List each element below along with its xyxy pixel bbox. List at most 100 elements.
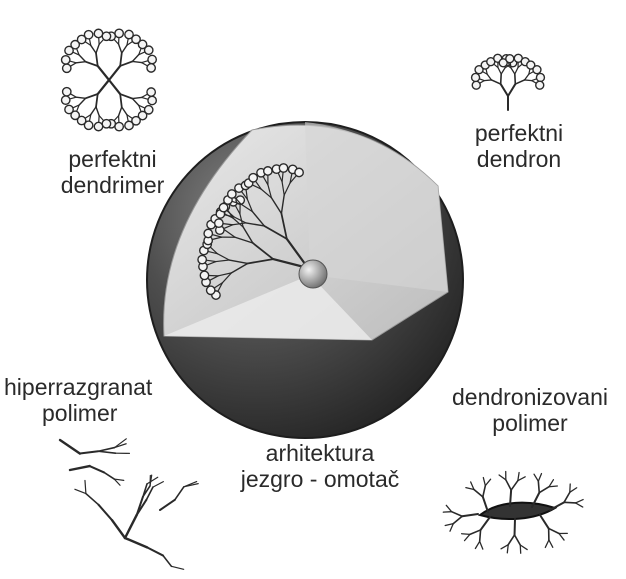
end-group-bead: [536, 81, 544, 89]
branch-line: [525, 80, 532, 81]
branch-line: [534, 474, 538, 481]
branch-line: [446, 505, 451, 511]
branch-line: [79, 55, 85, 62]
branch-line: [501, 68, 505, 74]
branch-line: [501, 84, 508, 96]
branch-line: [515, 80, 524, 84]
branch-line: [114, 116, 119, 121]
end-group-bead: [204, 229, 212, 237]
branch-line: [510, 63, 511, 68]
branch-line: [98, 66, 109, 80]
branch-line: [142, 97, 148, 99]
end-group-bead: [148, 96, 156, 104]
end-group-bead: [219, 203, 227, 211]
end-group-bead: [147, 88, 155, 96]
branch-line: [86, 494, 99, 505]
branch-line: [75, 489, 86, 493]
branch-line: [507, 545, 508, 553]
branch-line: [60, 440, 80, 454]
core-shell-sphere: [147, 122, 463, 438]
label-dendronized-polymer-line1: dendronizovani: [440, 384, 620, 410]
label-perfect-dendrimer-line1: perfektni: [40, 146, 185, 172]
branch-line: [96, 94, 98, 107]
end-group-bead: [147, 64, 155, 72]
branch-line: [499, 475, 506, 480]
branch-line: [564, 492, 570, 502]
branch-line: [98, 505, 112, 521]
branch-line: [120, 53, 122, 66]
end-group-bead: [102, 32, 110, 40]
end-group-bead: [102, 120, 110, 128]
branch-line: [70, 466, 90, 470]
branch-line: [545, 540, 549, 547]
branch-line: [498, 67, 501, 74]
end-group-bead: [62, 96, 70, 104]
end-group-bead: [295, 168, 303, 176]
label-hyperbranched-polymer-line2: polimer: [4, 400, 179, 426]
branch-line: [501, 74, 502, 84]
branch-line: [171, 566, 183, 569]
end-group-bead: [63, 64, 71, 72]
branch-line: [453, 516, 462, 523]
end-group-bead: [84, 31, 92, 39]
end-group-bead: [215, 219, 223, 227]
branch-line: [480, 541, 483, 549]
end-group-bead: [148, 55, 156, 63]
branch-line: [122, 107, 127, 115]
branch-line: [122, 45, 127, 53]
label-hyperbranched-polymer-line1: hiperrazgranat: [4, 374, 179, 400]
branch-line: [99, 116, 104, 121]
branch-line: [120, 94, 122, 107]
branch-line: [570, 488, 577, 493]
branch-line: [96, 44, 99, 53]
perfect-dendron-drawing: [472, 54, 545, 110]
end-group-bead: [533, 66, 541, 74]
branch-line: [564, 502, 576, 503]
branch-line: [98, 451, 115, 453]
branch-line: [479, 79, 484, 81]
branch-line: [112, 520, 125, 538]
branch-line: [520, 545, 527, 550]
branch-line: [147, 477, 158, 484]
branch-line: [142, 61, 148, 63]
branch-line: [538, 474, 541, 482]
branch-line: [465, 534, 470, 540]
branch-line: [515, 74, 516, 84]
branch-line: [147, 547, 163, 555]
branch-line: [90, 466, 104, 472]
branch-line: [474, 490, 483, 497]
end-group-bead: [264, 167, 272, 175]
branch-line: [109, 66, 120, 80]
label-hyperbranched-polymer: hiperrazgranat polimer: [4, 374, 179, 426]
branch-line: [80, 451, 98, 453]
branch-line: [85, 480, 86, 493]
branch-line: [452, 512, 463, 517]
branch-line: [132, 99, 138, 106]
branch-line: [511, 481, 518, 490]
label-core-shell: arhitektura jezgro - omotač: [205, 440, 435, 492]
label-dendronized-polymer-line2: polimer: [440, 410, 620, 436]
label-perfect-dendron: perfektni dendron: [454, 120, 584, 172]
perfect-dendrimer-drawing: [62, 29, 157, 131]
branch-line: [76, 97, 85, 98]
cutaway-side-face: [305, 122, 448, 292]
end-group-bead: [115, 29, 123, 37]
branch-line: [119, 44, 122, 53]
dendronized-polymer-drawing: [443, 472, 583, 554]
branch-line: [549, 486, 557, 487]
branch-line: [70, 63, 76, 66]
branch-line: [549, 540, 553, 547]
end-group-bead: [228, 190, 236, 198]
branch-line: [487, 74, 491, 80]
branch-line: [576, 500, 584, 503]
label-perfect-dendron-line1: perfektni: [454, 120, 584, 146]
branch-line: [480, 530, 481, 541]
branch-line: [104, 472, 114, 479]
label-perfect-dendron-line2: dendron: [454, 146, 584, 172]
branch-line: [511, 68, 515, 74]
branch-line: [525, 74, 529, 80]
branch-line: [70, 94, 76, 97]
branch-line: [96, 53, 98, 66]
branch-line: [462, 514, 478, 516]
branch-line: [125, 538, 147, 547]
